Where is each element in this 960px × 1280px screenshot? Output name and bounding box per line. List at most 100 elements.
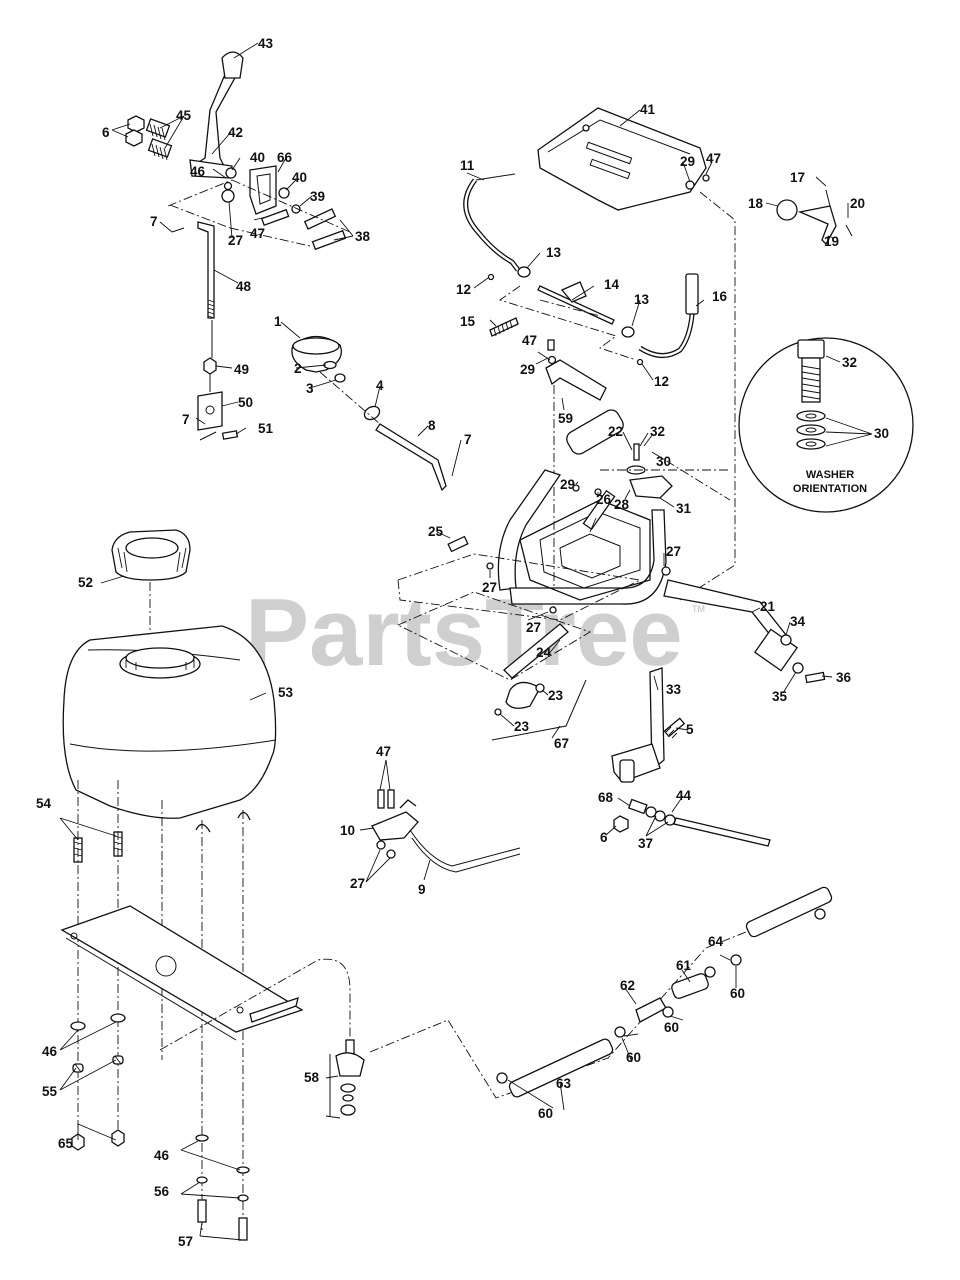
washer-orientation-detail: WASHER ORIENTATION — [738, 337, 914, 513]
label-52: 52 — [78, 575, 93, 590]
label-64: 64 — [708, 934, 724, 949]
label-29b: 29 — [680, 154, 695, 169]
label-18: 18 — [748, 196, 764, 211]
bracket-10-cable-9 — [371, 789, 521, 873]
rod-8 — [375, 423, 447, 492]
label-32b: 32 — [842, 355, 857, 370]
label-20: 20 — [850, 196, 865, 211]
shift-lever-assembly — [125, 51, 351, 441]
label-25: 25 — [428, 524, 444, 539]
mount-plate — [60, 905, 304, 1033]
label-8: 8 — [428, 418, 436, 433]
filter-61 — [671, 973, 709, 999]
mount-plate-41 — [537, 107, 736, 601]
label-27e: 27 — [350, 876, 365, 891]
label-27b: 27 — [482, 580, 497, 595]
label-63: 63 — [556, 1076, 572, 1091]
label-10: 10 — [340, 823, 355, 838]
knob-43 — [221, 51, 244, 79]
clamp-31 — [629, 475, 673, 499]
label-1: 1 — [274, 314, 282, 329]
cable-44-fittings — [613, 798, 771, 847]
label-53: 53 — [278, 685, 294, 700]
label-50: 50 — [238, 395, 253, 410]
label-15: 15 — [460, 314, 476, 329]
label-54: 54 — [36, 796, 52, 811]
label-19: 19 — [824, 234, 839, 249]
cable-assembly — [463, 173, 699, 366]
label-44: 44 — [676, 788, 692, 803]
label-57: 57 — [178, 1234, 193, 1249]
main-frame-21 — [396, 409, 826, 684]
label-39: 39 — [310, 189, 325, 204]
bracket-59 — [545, 339, 607, 610]
label-42: 42 — [228, 125, 243, 140]
label-29a: 29 — [520, 362, 535, 377]
label-16: 16 — [712, 289, 728, 304]
label-13a: 13 — [546, 245, 562, 260]
label-5: 5 — [686, 722, 694, 737]
label-36: 36 — [836, 670, 852, 685]
label-65: 65 — [58, 1136, 74, 1151]
bracket-33 — [611, 667, 686, 783]
label-68: 68 — [598, 790, 614, 805]
label-51: 51 — [258, 421, 274, 436]
label-61: 61 — [676, 958, 692, 973]
label-23a: 23 — [548, 688, 564, 703]
label-60b: 60 — [626, 1050, 641, 1065]
label-62: 62 — [620, 978, 635, 993]
label-27a: 27 — [228, 233, 243, 248]
label-60d: 60 — [730, 986, 745, 1001]
label-30b: 30 — [874, 426, 889, 441]
rod-48 — [197, 221, 215, 319]
washer-note-line2: ORIENTATION — [793, 483, 867, 495]
label-26: 26 — [596, 492, 612, 507]
label-23b: 23 — [514, 719, 530, 734]
label-21: 21 — [760, 599, 776, 614]
label-40a: 40 — [250, 150, 265, 165]
watermark-tm: TM — [692, 604, 705, 614]
label-59: 59 — [558, 411, 573, 426]
label-66: 66 — [277, 150, 293, 165]
label-49: 49 — [234, 362, 249, 377]
label-32a: 32 — [650, 424, 665, 439]
label-12b: 12 — [654, 374, 669, 389]
label-46a: 46 — [190, 164, 206, 179]
label-35: 35 — [772, 689, 788, 704]
label-27d: 27 — [526, 620, 541, 635]
part-labels: 43 42 45 6 40 66 40 39 38 46 27 47 7 48 … — [36, 36, 889, 1249]
label-58: 58 — [304, 1070, 320, 1085]
label-2: 2 — [294, 361, 302, 376]
fuel-line-assembly — [159, 886, 833, 1119]
label-14: 14 — [604, 277, 620, 292]
label-29c: 29 — [560, 477, 575, 492]
knob-rod-assembly — [291, 335, 447, 492]
hose-63 — [508, 1038, 614, 1098]
label-47d: 47 — [376, 744, 391, 759]
label-22: 22 — [608, 424, 623, 439]
label-12a: 12 — [456, 282, 471, 297]
label-47b: 47 — [522, 333, 537, 348]
label-37: 37 — [638, 836, 653, 851]
tube-24-bracket-67 — [491, 623, 587, 741]
label-28: 28 — [614, 497, 630, 512]
label-45: 45 — [176, 108, 192, 123]
label-3: 3 — [306, 381, 314, 396]
label-7c: 7 — [464, 432, 472, 447]
label-60a: 60 — [538, 1106, 553, 1121]
label-47a: 47 — [250, 226, 265, 241]
label-7b: 7 — [182, 412, 190, 427]
label-4: 4 — [376, 378, 384, 393]
leader-lines — [59, 42, 849, 1241]
grip-22 — [566, 409, 624, 455]
label-56: 56 — [154, 1184, 170, 1199]
tank-mount-hardware — [60, 780, 304, 1241]
label-34: 34 — [790, 614, 806, 629]
label-6b: 6 — [600, 830, 608, 845]
small-lever-assembly — [776, 189, 853, 246]
label-60c: 60 — [664, 1020, 679, 1035]
label-6a: 6 — [102, 125, 110, 140]
label-33: 33 — [666, 682, 682, 697]
